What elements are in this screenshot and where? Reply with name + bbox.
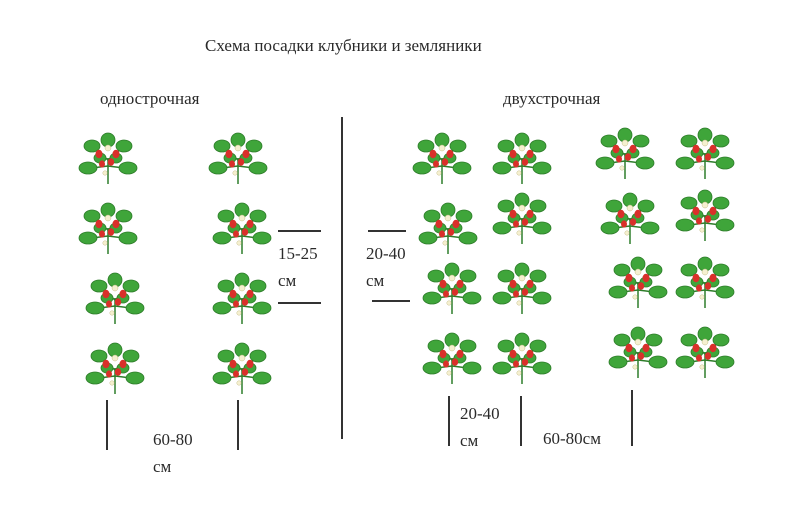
strawberry-plant-icon [492,128,552,186]
strawberry-plant-icon [208,128,268,186]
strawberry-plant-icon [675,185,735,243]
strawberry-plant-icon [418,198,478,256]
dim-line-bottom-2 [520,396,522,446]
strawberry-plant-icon [600,188,660,246]
strawberry-plant-icon [608,252,668,310]
dim-hline-15-bottom [278,302,321,304]
double-row-label: двухстрочная [503,89,601,108]
strawberry-plant-icon [212,198,272,256]
dim-line-bottom-1 [448,396,450,446]
dim-hline-15-top [278,230,321,232]
strawberry-plant-icon [422,328,482,386]
dim-plant-spacing: 15-25 см [278,244,318,290]
strawberry-plant-icon [422,258,482,316]
strawberry-plant-icon [492,188,552,246]
strawberry-plant-icon [212,268,272,326]
single-row-label: однострочная [100,89,200,108]
dim-bottom-between: 20-40 см [460,404,500,450]
strawberry-plant-icon [412,128,472,186]
strawberry-plant-icon [675,252,735,310]
dim-hline-20-top [368,230,406,232]
diagram-title: Схема посадки клубники и земляники [205,36,482,55]
strawberry-plant-icon [595,123,655,181]
dim-left-between: 20-40 см [366,244,406,290]
dim-single-row-spacing: 60-80 см [153,430,193,476]
strawberry-plant-icon [675,322,735,380]
strawberry-plant-icon [212,338,272,396]
strawberry-plant-icon [78,128,138,186]
strawberry-plant-icon [675,123,735,181]
strawberry-plant-icon [492,258,552,316]
strawberry-plant-icon [492,328,552,386]
strawberry-plant-icon [85,268,145,326]
center-divider [341,117,343,439]
dim-line-left-1 [106,400,108,450]
dim-line-left-2 [237,400,239,450]
dim-hline-20-bottom [372,300,410,302]
strawberry-plant-icon [608,322,668,380]
dim-line-bottom-3 [631,390,633,446]
strawberry-plant-icon [78,198,138,256]
strawberry-plant-icon [85,338,145,396]
dim-bottom-row-spacing: 60-80см [543,429,601,448]
